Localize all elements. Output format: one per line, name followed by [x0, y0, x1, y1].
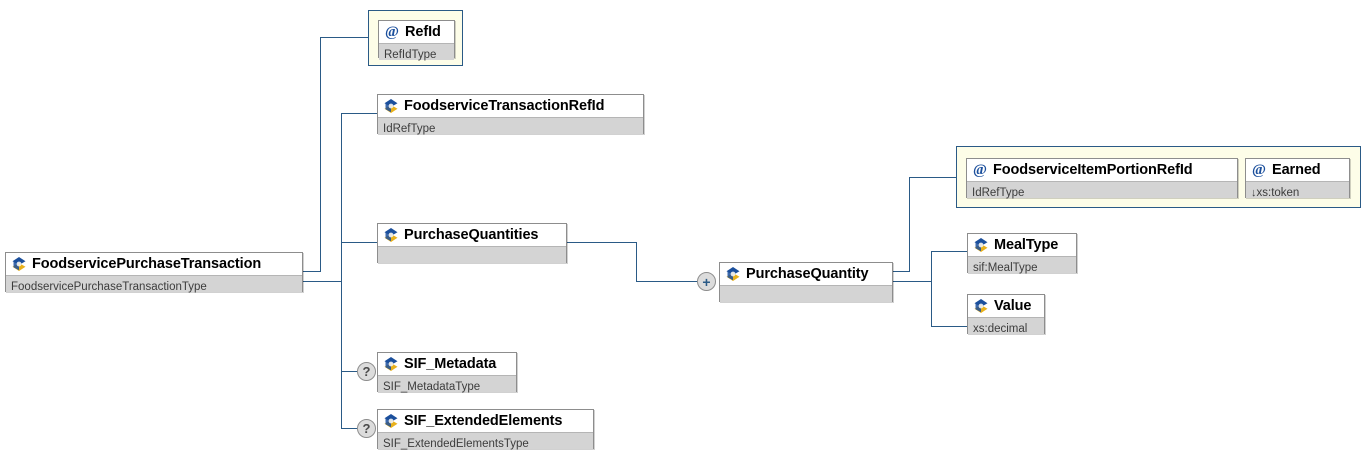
- connector-to-mealtype: [931, 251, 967, 252]
- connector-to-purchase-quantities: [341, 242, 377, 243]
- node-name-row: SIF_ExtendedElements: [378, 410, 593, 432]
- connector-root-stub: [303, 271, 321, 272]
- node-foodservice-transaction-ref-id[interactable]: FoodserviceTransactionRefId IdRefType: [377, 94, 644, 135]
- node-type-row: SIF_ExtendedElementsType: [378, 432, 593, 450]
- element-diamond-icon: [973, 237, 989, 253]
- connector-pquantity-el-stub: [893, 281, 932, 282]
- connector-to-sif-metadata: [341, 371, 357, 372]
- attribute-panel-refid: @ RefId RefIdType: [368, 10, 463, 66]
- node-name-label: FoodserviceItemPortionRefId: [993, 162, 1193, 178]
- node-name-label: Value: [994, 298, 1032, 314]
- node-value[interactable]: Value xs:decimal: [967, 294, 1045, 335]
- node-name-row: @ FoodserviceItemPortionRefId: [967, 159, 1237, 181]
- node-type-row: SIF_MetadataType: [378, 375, 516, 393]
- node-type-row: FoodservicePurchaseTransactionType: [6, 275, 302, 293]
- node-type-row: xs:decimal: [968, 317, 1044, 335]
- node-type-label: SIF_MetadataType: [383, 381, 481, 393]
- connector-pquantity-attr-stub: [893, 271, 910, 272]
- node-name-row: @ Earned: [1246, 159, 1349, 181]
- node-type-row: ↓xs:token: [1246, 181, 1349, 199]
- connector-attr-trunk: [320, 37, 321, 272]
- connector-to-sif-extended-elements: [341, 428, 357, 429]
- connector-attr-to-refid: [320, 37, 368, 38]
- node-type-label: sif:MealType: [973, 262, 1038, 274]
- node-name-row: MealType: [968, 234, 1076, 256]
- node-type-label: FoodservicePurchaseTransactionType: [11, 281, 207, 293]
- element-diamond-icon: [973, 298, 989, 314]
- element-diamond-icon: [383, 227, 399, 243]
- connector-root-to-eltrunk: [303, 281, 342, 282]
- connector-pq-in: [636, 281, 697, 282]
- connector-element-trunk: [341, 113, 342, 428]
- connector-pq-out: [567, 242, 637, 243]
- node-name-row: SIF_Metadata: [378, 353, 516, 375]
- node-sif-metadata[interactable]: SIF_Metadata SIF_MetadataType: [377, 352, 517, 393]
- node-name-row: PurchaseQuantity: [720, 263, 892, 285]
- attribute-at-icon: @: [1252, 161, 1266, 178]
- derived-down-arrow-icon: ↓: [1251, 187, 1257, 199]
- node-type-label: IdRefType: [383, 123, 436, 135]
- node-type-row: [720, 285, 892, 302]
- node-type-label: xs:token: [1256, 187, 1300, 199]
- node-name-label: MealType: [994, 237, 1059, 253]
- node-type-label: IdRefType: [972, 187, 1025, 199]
- node-type-label: xs:decimal: [973, 323, 1028, 335]
- node-foodservice-purchase-transaction[interactable]: FoodservicePurchaseTransaction Foodservi…: [5, 252, 303, 293]
- node-meal-type[interactable]: MealType sif:MealType: [967, 233, 1077, 274]
- node-foodservice-item-portion-ref-id[interactable]: @ FoodserviceItemPortionRefId IdRefType: [966, 158, 1238, 199]
- node-name-label: PurchaseQuantity: [746, 266, 869, 282]
- element-diamond-icon: [725, 266, 741, 282]
- optional-marker-label: ?: [362, 421, 371, 436]
- connector-right-attr-trunk: [909, 177, 910, 272]
- node-type-row: [378, 246, 566, 263]
- node-type-label: RefIdType: [384, 49, 437, 61]
- connector-pq-drop: [636, 242, 637, 282]
- node-type-row: IdRefType: [967, 181, 1237, 199]
- node-name-label: PurchaseQuantities: [404, 227, 539, 243]
- node-type-label: SIF_ExtendedElementsType: [383, 438, 529, 450]
- node-ref-id[interactable]: @ RefId RefIdType: [378, 20, 455, 61]
- element-diamond-icon: [383, 413, 399, 429]
- optional-question-icon-sif-metadata: ?: [357, 362, 376, 381]
- node-name-label: FoodserviceTransactionRefId: [404, 98, 605, 114]
- node-name-label: SIF_ExtendedElements: [404, 413, 563, 429]
- node-type-row: sif:MealType: [968, 256, 1076, 274]
- node-name-row: FoodserviceTransactionRefId: [378, 95, 643, 117]
- node-name-label: Earned: [1272, 162, 1321, 178]
- node-name-row: Value: [968, 295, 1044, 317]
- connector-to-value: [931, 326, 967, 327]
- element-diamond-icon: [383, 356, 399, 372]
- node-purchase-quantities[interactable]: PurchaseQuantities: [377, 223, 567, 263]
- expander-marker-label: +: [702, 273, 711, 290]
- node-type-row: RefIdType: [379, 43, 454, 61]
- node-name-row: PurchaseQuantities: [378, 224, 566, 246]
- element-diamond-icon: [11, 256, 27, 272]
- node-name-row: @ RefId: [379, 21, 454, 43]
- node-name-label: FoodservicePurchaseTransaction: [32, 256, 262, 272]
- node-purchase-quantity[interactable]: PurchaseQuantity: [719, 262, 893, 302]
- optional-marker-label: ?: [362, 364, 371, 379]
- node-name-label: SIF_Metadata: [404, 356, 497, 372]
- node-sif-extended-elements[interactable]: SIF_ExtendedElements SIF_ExtendedElement…: [377, 409, 594, 450]
- node-earned[interactable]: @ Earned ↓xs:token: [1245, 158, 1350, 199]
- connector-right-element-trunk: [931, 251, 932, 327]
- node-type-row: IdRefType: [378, 117, 643, 135]
- expander-plus-icon-purchase-quantity[interactable]: +: [697, 272, 716, 291]
- element-diamond-icon: [383, 98, 399, 114]
- attribute-at-icon: @: [973, 161, 987, 178]
- connector-right-attr-branch: [909, 177, 957, 178]
- attribute-panel-purchase-quantity: @ FoodserviceItemPortionRefId IdRefType …: [956, 146, 1361, 208]
- attribute-at-icon: @: [385, 23, 399, 40]
- node-name-row: FoodservicePurchaseTransaction: [6, 253, 302, 275]
- connector-to-foodservice-transaction-refid: [341, 113, 377, 114]
- node-name-label: RefId: [405, 24, 441, 40]
- optional-question-icon-sif-extended-elements: ?: [357, 419, 376, 438]
